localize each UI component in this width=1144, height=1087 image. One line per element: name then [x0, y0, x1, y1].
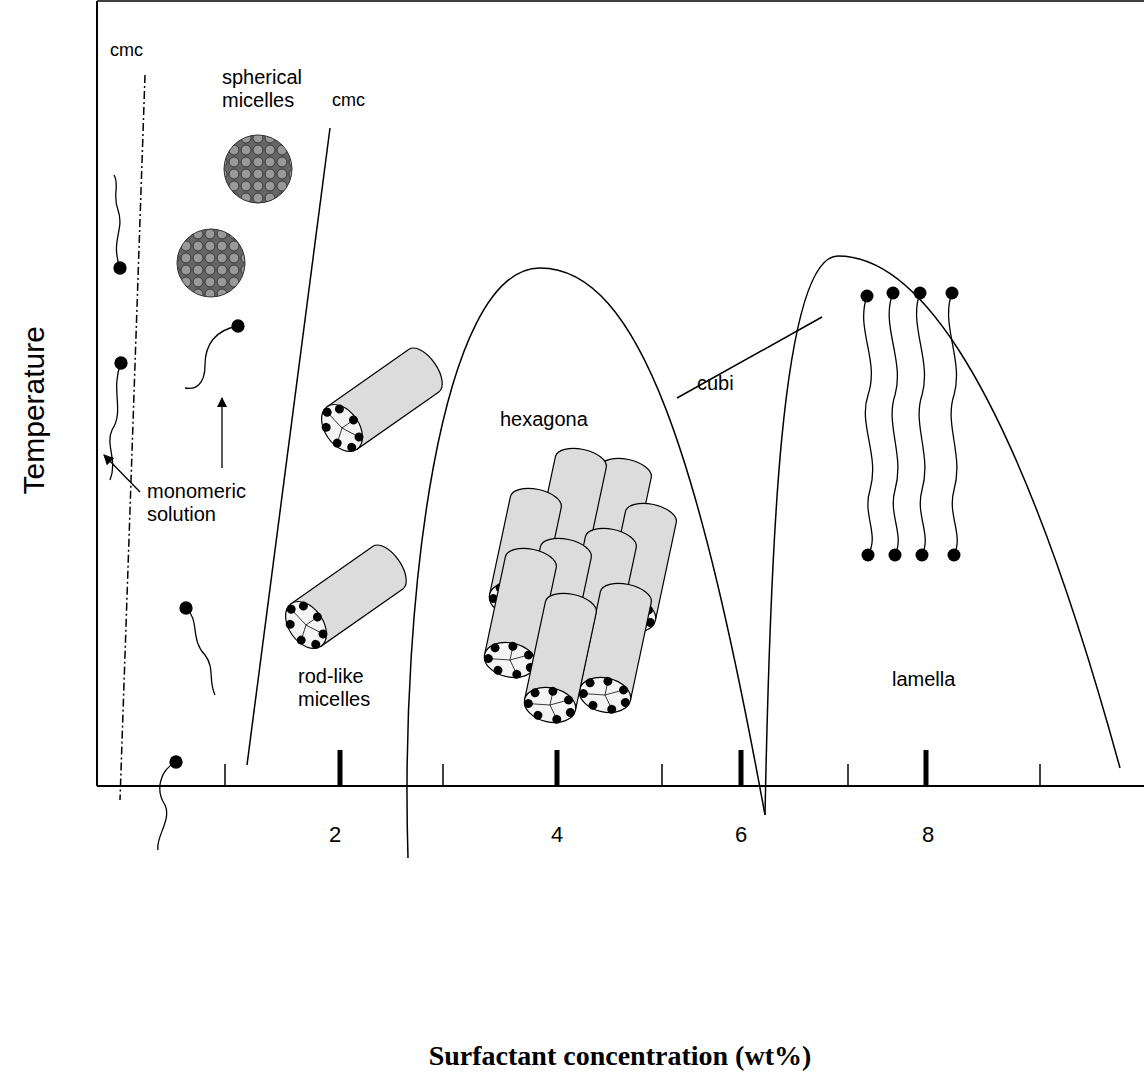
- tick-label: 6: [735, 822, 747, 847]
- axes: [97, 1, 1144, 786]
- phase-label: lamella: [892, 668, 955, 691]
- lamellar-chains: [861, 287, 961, 562]
- axis-title: Surfactant concentration (wt%): [429, 1040, 812, 1072]
- phase-boundaries: [120, 75, 1120, 858]
- phase-label: hexagona: [500, 408, 588, 431]
- phase-label: cubi: [697, 372, 734, 395]
- tick-label: 4: [551, 822, 563, 847]
- tick-label: 2: [329, 822, 341, 847]
- phase-label: rod-like micelles: [298, 665, 408, 711]
- hexagonal-bundle: [481, 444, 679, 727]
- axis-title: Temperature: [17, 326, 52, 494]
- phase-label: cmc: [110, 40, 143, 61]
- phase-label: cmc: [332, 90, 365, 111]
- phase-label: monomeric solution: [147, 480, 257, 526]
- spherical-micelle: [177, 135, 292, 297]
- rod-micelle: [277, 342, 449, 656]
- tick-label: 8: [922, 822, 934, 847]
- phase-label: spherical micelles: [222, 66, 332, 112]
